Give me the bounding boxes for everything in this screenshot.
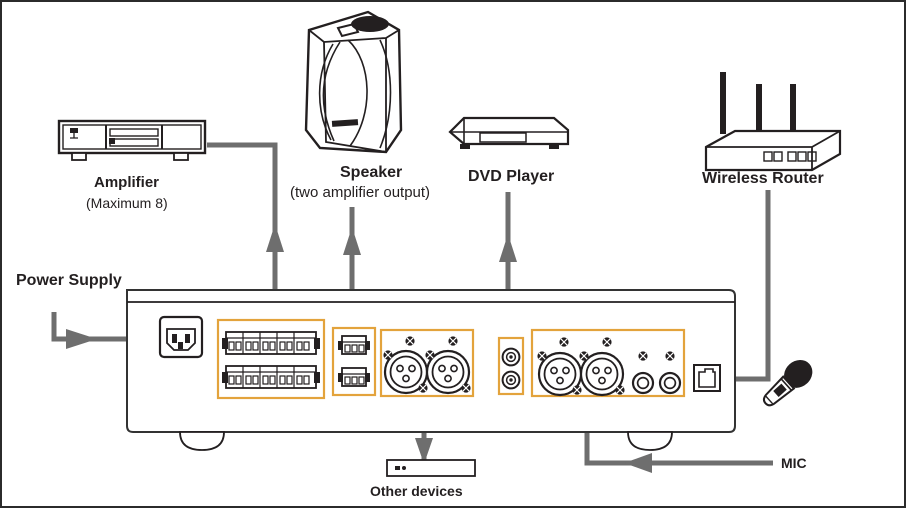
terminal-block-row-2 bbox=[222, 365, 320, 389]
wire-amplifier bbox=[207, 142, 284, 327]
small-terminal-1 bbox=[338, 335, 370, 355]
wireless-router-icon bbox=[704, 72, 842, 172]
amplifier-terminal-group bbox=[331, 326, 377, 397]
other-device-icon bbox=[386, 459, 476, 477]
speaker-sublabel: (two amplifier output) bbox=[290, 184, 431, 201]
speaker-terminal-block-group bbox=[216, 318, 326, 400]
wire-power-supply bbox=[51, 312, 160, 349]
mic-label: MIC bbox=[781, 455, 807, 471]
xlr-output-group bbox=[379, 328, 475, 398]
dvd-player-label: DVD Player bbox=[468, 168, 555, 185]
dvd-player-icon bbox=[448, 116, 570, 149]
amplifier-icon bbox=[57, 119, 207, 161]
amplifier-label: Amplifier bbox=[94, 174, 160, 191]
wireless-router-label: Wireless Router bbox=[702, 170, 824, 187]
power-supply-label: Power Supply bbox=[16, 272, 122, 289]
power-inlet-socket bbox=[158, 315, 204, 359]
speaker-label: Speaker bbox=[340, 164, 403, 181]
small-terminal-2 bbox=[338, 367, 370, 387]
amplifier-sublabel: (Maximum 8) bbox=[86, 195, 168, 211]
terminal-block-row-1 bbox=[222, 331, 320, 355]
xlr-input-group bbox=[530, 328, 686, 398]
speaker-icon bbox=[304, 10, 403, 154]
rca-input-group bbox=[497, 336, 525, 396]
microphone-icon bbox=[762, 359, 813, 407]
other-devices-label: Other devices bbox=[370, 483, 463, 499]
rj45-port bbox=[693, 364, 721, 392]
